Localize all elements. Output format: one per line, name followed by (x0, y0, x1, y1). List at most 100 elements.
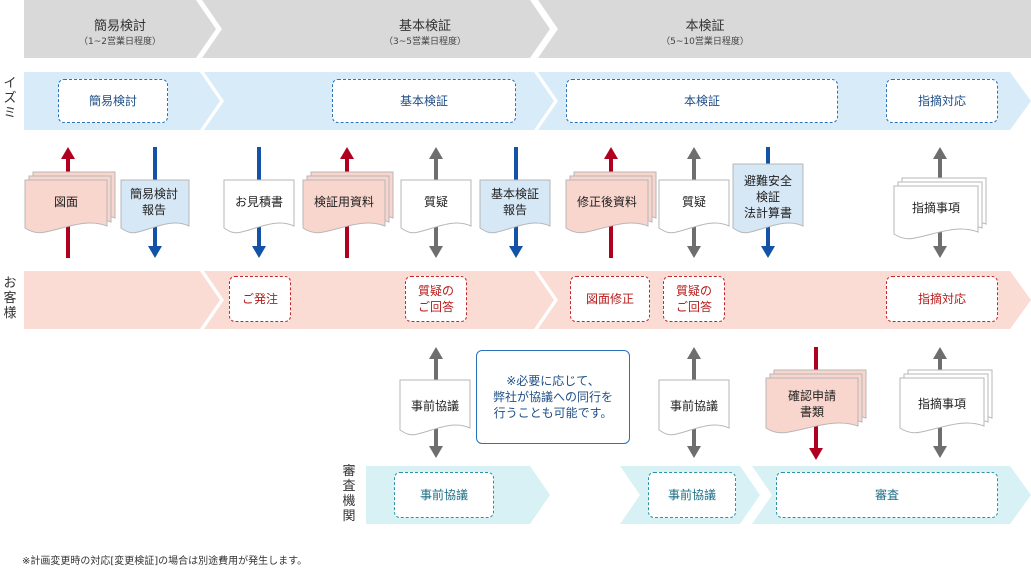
customer-band-1 (24, 271, 220, 329)
authority-box-review: 審査 (776, 472, 998, 518)
doc-findings-2 (899, 369, 993, 434)
arrow-pre-consult-2-head-down (687, 446, 701, 458)
doc-verification-material (302, 171, 394, 234)
doc-revised-material (565, 171, 657, 234)
customer-box-qa-answer-1: 質疑の ご回答 (405, 276, 467, 322)
arrow-pre-consult-1-head-up (429, 347, 443, 359)
phase-sub-3: （5~10営業日程度） (661, 37, 749, 47)
doc-label-question-1: 質疑 (423, 195, 448, 209)
phase-chevron-3 (538, 0, 1031, 58)
arrow-findings-1-head-down (933, 246, 947, 258)
doc-pre-consult-1-sheet (399, 379, 471, 436)
doc-verification-material-sheet (302, 179, 386, 234)
izumi-box-main-verification: 本検証 (566, 79, 838, 123)
arrow-question-1-head-down (429, 246, 443, 258)
phase-title-1: 簡易検討 (93, 19, 146, 34)
phase-sub-1: （1~2営業日程度） (79, 37, 161, 47)
doc-findings-1 (893, 177, 987, 240)
phase-chevron-1 (24, 0, 216, 58)
row-label-authority: 審 査 機 関 (341, 464, 357, 524)
doc-question-2-sheet (658, 179, 730, 234)
doc-application-docs-sheet (765, 377, 859, 434)
doc-evacuation-calc (732, 163, 804, 234)
doc-label-drawing: 図面 (53, 195, 78, 209)
note-accompany-consultation: ※必要に応じて、 弊社が協議への同行を 行うことも可能です。 (476, 350, 630, 444)
arrow-verification-material-head-up (340, 147, 354, 159)
doc-findings-1-sheet (893, 185, 979, 240)
doc-evacuation-calc-sheet (732, 163, 804, 234)
doc-pre-consult-2 (658, 379, 730, 436)
arrow-pre-consult-2-head-up (687, 347, 701, 359)
row-label-customer-char: 客 (3, 291, 17, 306)
arrow-drawing-head-up (61, 147, 75, 159)
row-label-authority-char: 機 (342, 494, 356, 509)
izumi-box-response: 指摘対応 (886, 79, 998, 123)
doc-label-quotation: お見積書 (234, 195, 283, 209)
doc-basic-report-sheet (479, 179, 551, 234)
doc-quotation (223, 179, 295, 234)
row-label-izumi: イ ズ ミ (2, 76, 18, 121)
row-label-izumi-char: ミ (3, 106, 17, 121)
row-label-authority-char: 関 (342, 509, 356, 524)
doc-label-pre-consult-1: 事前協議 (410, 399, 459, 413)
doc-label-basic-report: 基本検証 報告 (490, 187, 539, 217)
note-text: ※必要に応じて、 弊社が協議への同行を 行うことも可能です。 (492, 374, 613, 420)
doc-quotation-sheet (223, 179, 295, 234)
arrow-question-1-head-up (429, 147, 443, 159)
phase-title-2: 基本検証 (398, 19, 451, 34)
doc-simple-report-sheet (120, 179, 190, 234)
arrow-findings-2-head-up (933, 347, 947, 359)
izumi-box-basic-verification: 基本検証 (332, 79, 516, 123)
doc-simple-report (120, 179, 190, 234)
customer-box-qa-answer-2: 質疑の ご回答 (663, 276, 725, 322)
authority-box-pre-consult-1: 事前協議 (394, 472, 494, 518)
arrow-findings-2-head-down (933, 446, 947, 458)
doc-question-1-sheet (400, 179, 472, 234)
customer-box-response: 指摘対応 (886, 276, 998, 322)
row-label-customer-char: 様 (3, 306, 17, 321)
doc-basic-report (479, 179, 551, 234)
doc-findings-2-sheet (899, 377, 985, 434)
doc-label-revised-material: 修正後資料 (576, 195, 637, 209)
row-label-izumi-char: ズ (3, 91, 17, 106)
arrow-basic-report-head-down (509, 246, 523, 258)
doc-drawing-sheet (24, 179, 108, 234)
phase-title-3: 本検証 (685, 19, 725, 34)
documents-layer (24, 163, 993, 436)
arrow-pre-consult-1-head-down (429, 446, 443, 458)
footnote-change-verification: ※計画変更時の対応[変更検証]の場合は別途費用が発生します。 (22, 556, 308, 567)
row-label-customer-char: お (3, 276, 17, 291)
doc-label-findings-2: 指摘事項 (917, 397, 966, 411)
izumi-box-simple-review: 簡易検討 (58, 79, 168, 123)
arrow-evacuation-calc-head-down (761, 246, 775, 258)
arrow-simple-report-head-down (148, 246, 162, 258)
doc-revised-material-sheet (565, 179, 649, 234)
arrow-quotation-head-down (252, 246, 266, 258)
authority-box-pre-consult-2: 事前協議 (648, 472, 736, 518)
row-label-izumi-char: イ (3, 76, 17, 91)
doc-label-evacuation-calc: 避難安全 検証 法計算書 (743, 174, 792, 220)
row-label-authority-char: 審 (342, 464, 356, 479)
doc-question-1 (400, 179, 472, 234)
arrow-question-2-head-down (687, 246, 701, 258)
doc-pre-consult-1 (399, 379, 471, 436)
arrow-question-2-head-up (687, 147, 701, 159)
phase-chevron-2 (202, 0, 550, 58)
doc-label-application-docs: 確認申請 書類 (787, 389, 836, 419)
doc-label-question-2: 質疑 (681, 195, 706, 209)
arrow-application-docs-head-down (809, 448, 823, 460)
arrow-findings-1-head-up (933, 147, 947, 159)
doc-label-findings-1: 指摘事項 (911, 201, 960, 215)
doc-pre-consult-2-sheet (658, 379, 730, 436)
arrow-revised-material-head-up (604, 147, 618, 159)
doc-question-2 (658, 179, 730, 234)
row-label-customer: お 客 様 (2, 276, 18, 321)
customer-box-order: ご発注 (229, 276, 291, 322)
doc-application-docs (765, 369, 867, 434)
phase-sub-2: （3~5営業日程度） (384, 37, 466, 47)
doc-label-simple-report: 簡易検討 報告 (129, 187, 178, 217)
doc-label-verification-material: 検証用資料 (313, 195, 374, 209)
row-label-authority-char: 査 (342, 479, 356, 494)
doc-label-pre-consult-2: 事前協議 (669, 399, 718, 413)
